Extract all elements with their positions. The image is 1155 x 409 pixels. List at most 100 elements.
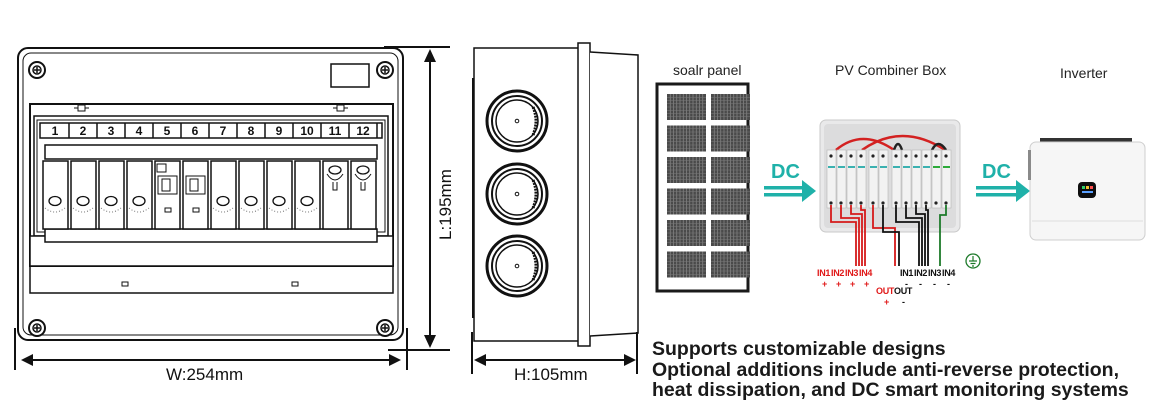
combiner-module	[891, 149, 902, 209]
breaker-number-label: 4	[135, 124, 143, 138]
description-line: heat dissipation, and DC smart monitorin…	[652, 379, 1129, 401]
negative-sign: -	[919, 279, 922, 289]
breaker-number-label: 10	[300, 124, 314, 138]
combiner-module	[868, 149, 879, 209]
breaker-number-label: 5	[163, 124, 171, 138]
negative-sign: -	[947, 279, 950, 289]
out-positive-label: OUT	[876, 286, 895, 296]
negative-input-label: IN4	[942, 268, 956, 278]
side-view: H:105mm	[460, 0, 660, 409]
solar-cell	[667, 125, 706, 152]
dc-label-1: DC	[771, 161, 800, 183]
positive-input-label: IN2	[831, 268, 845, 278]
combiner-module	[826, 149, 837, 209]
description-line: Supports customizable designs	[652, 338, 946, 360]
inverter-icon	[1028, 138, 1146, 241]
combiner-module	[921, 149, 932, 209]
combiner-box-title: PV Combiner Box	[835, 62, 947, 78]
positive-sign: +	[864, 279, 869, 289]
breaker-number-label: 9	[275, 124, 283, 138]
breaker-module	[210, 160, 237, 230]
breaker-number-label: 6	[191, 124, 199, 138]
negative-input-label: IN3	[928, 268, 942, 278]
breaker-module	[42, 160, 69, 230]
solar-cell	[667, 94, 706, 120]
wire	[850, 205, 863, 266]
breaker-module	[266, 160, 293, 230]
breaker-number-label: 8	[247, 124, 255, 138]
solar-panel-icon	[655, 82, 750, 293]
breaker-module	[182, 160, 209, 230]
breaker-number-label: 7	[219, 124, 227, 138]
cable-gland-icon	[485, 234, 549, 298]
description-line: Optional additions include anti-reverse …	[652, 358, 1119, 381]
solar-cell	[667, 188, 706, 215]
solar-panel-title: soalr panel	[673, 62, 742, 78]
wire	[872, 205, 896, 266]
negative-input-label: IN2	[914, 268, 928, 278]
negative-sign: -	[905, 279, 908, 289]
wire	[939, 205, 947, 266]
positive-sign: +	[836, 279, 841, 289]
combiner-module	[846, 149, 857, 209]
label-window	[330, 63, 370, 88]
combiner-module	[911, 149, 922, 209]
solar-cell	[711, 94, 750, 120]
solar-cell	[667, 220, 706, 246]
combiner-module	[878, 149, 889, 209]
combiner-module	[931, 149, 942, 209]
wire	[895, 205, 920, 266]
length-label: L:195mm	[436, 169, 455, 240]
cable-gland-icon	[485, 162, 549, 226]
solar-cell	[667, 157, 706, 183]
breaker-module	[126, 160, 153, 230]
breaker-number-label: 12	[356, 124, 370, 138]
solar-cell	[711, 188, 750, 215]
out-positive-sign: +	[884, 297, 889, 307]
solar-cell	[711, 157, 750, 183]
dc-arrow-icon	[764, 180, 816, 202]
breaker-number-label: 1	[51, 124, 59, 138]
breaker-module	[98, 160, 125, 230]
wire	[860, 205, 866, 266]
solar-cell	[711, 125, 750, 152]
wire	[925, 205, 929, 266]
wire	[882, 205, 900, 266]
positive-sign: +	[850, 279, 855, 289]
wire	[915, 205, 926, 266]
ground-symbol-icon	[965, 253, 981, 269]
inverter-title: Inverter	[1060, 65, 1108, 81]
hinge-clip-icon	[74, 104, 89, 112]
length-dimension	[384, 46, 450, 351]
solar-cell	[667, 251, 706, 278]
combiner-module	[941, 149, 952, 209]
solar-cell	[711, 251, 750, 278]
width-dimension	[14, 328, 408, 370]
enclosure-side-drawing	[471, 42, 639, 374]
negative-sign: -	[933, 279, 936, 289]
breaker-number-label: 2	[79, 124, 87, 138]
enclosure-front-drawing	[14, 46, 450, 370]
cable-gland-icon	[485, 89, 549, 153]
dc-label-2: DC	[982, 161, 1011, 183]
side-lid-rim	[577, 42, 591, 347]
breaker-module	[322, 160, 349, 230]
breaker-module	[294, 160, 321, 230]
solar-cell	[711, 220, 750, 246]
combiner-module	[856, 149, 867, 209]
screw-icon	[28, 61, 46, 79]
width-label: W:254mm	[166, 365, 244, 384]
dc-arrow-icon	[976, 180, 1030, 202]
breaker-module	[70, 160, 97, 230]
positive-input-label: IN1	[817, 268, 831, 278]
negative-input-label: IN1	[900, 268, 914, 278]
out-negative-label: OUT	[894, 286, 913, 296]
height-label: H:105mm	[514, 365, 588, 384]
combiner-module	[901, 149, 912, 209]
breaker-module	[350, 160, 377, 230]
screw-icon	[376, 61, 394, 79]
screw-icon	[376, 319, 394, 337]
wire	[840, 205, 860, 266]
schematic-drawing	[655, 82, 1146, 293]
screw-icon	[28, 319, 46, 337]
